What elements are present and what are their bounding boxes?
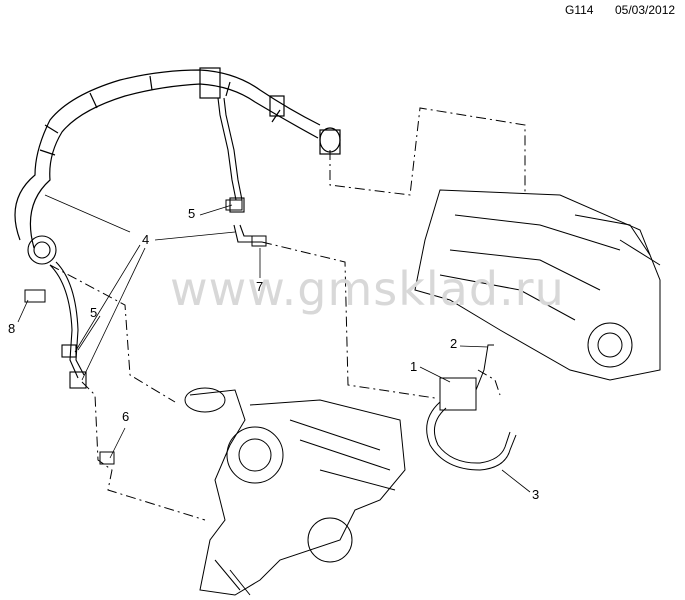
leader-lines [17,194,531,493]
intake-manifold [414,189,661,381]
callout-3: 3 [532,487,540,502]
turbocharger [184,387,406,596]
diagram-date: 05/03/2012 [615,3,676,17]
clips [24,199,267,465]
watermark: www.gmsklad.ru [170,262,565,316]
callout-6: 6 [122,409,130,424]
vent-tube [217,97,262,243]
callout-4: 4 [142,232,150,247]
lower-pipe [27,235,87,389]
callout-7: 7 [256,279,264,294]
callout-1: 1 [410,359,418,374]
callout-2: 2 [450,336,458,351]
callout-8: 8 [8,321,16,336]
solenoid-valve [426,344,517,471]
diagram-code: G114 [565,3,594,17]
callout-5-upper: 5 [188,206,196,221]
breather-hose [14,67,341,249]
dashed-connection-lines [49,107,526,521]
callout-5-lower: 5 [90,305,98,320]
